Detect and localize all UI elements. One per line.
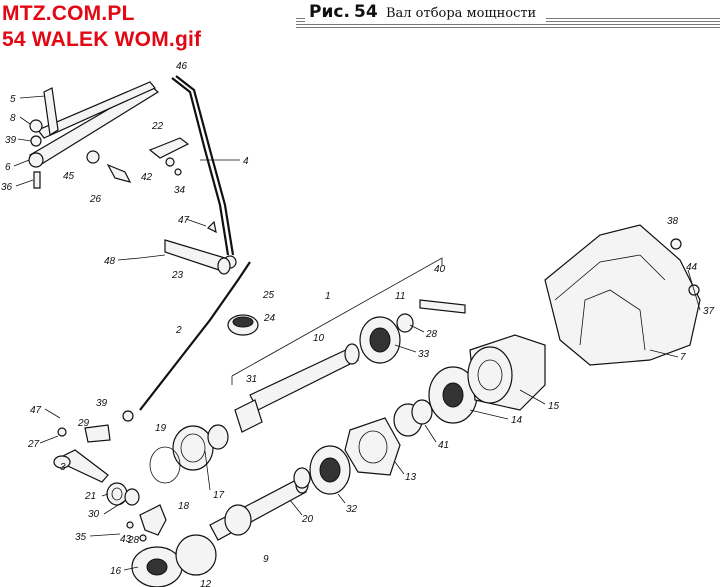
callout-label: 19 <box>155 423 167 434</box>
bracket-22 <box>148 137 190 176</box>
callout-label: 28 <box>127 535 140 546</box>
callout-label: 40 <box>434 264 446 275</box>
callout-label: 27 <box>27 439 40 450</box>
watermark-line-1: MTZ.COM.PL <box>2 2 135 25</box>
callout-label: 42 <box>141 172 153 183</box>
lever-assembly <box>28 81 160 189</box>
callout-labels: 1 2 3 4 5 6 7 8 9 10 11 12 13 14 15 16 1… <box>1 61 715 587</box>
shaft-23 <box>139 220 231 275</box>
callout-label: 12 <box>200 579 212 587</box>
figure-number: 54 <box>354 2 378 22</box>
callout-label: 4 <box>243 156 249 167</box>
bearing-33 <box>359 299 466 364</box>
clutch-16 <box>131 534 217 587</box>
callout-label: 32 <box>346 504 358 515</box>
block-24-25 <box>227 314 259 336</box>
callout-label: 9 <box>263 554 269 565</box>
callout-label: 2 <box>175 325 182 336</box>
fork-29 <box>57 424 111 443</box>
main-shaft-10 <box>231 257 443 433</box>
callout-label: 3 <box>60 462 66 473</box>
callout-label: 10 <box>313 333 325 344</box>
callout-label: 36 <box>1 182 13 193</box>
callout-label: 18 <box>178 501 190 512</box>
arm-18 <box>126 504 167 542</box>
callout-label: 41 <box>438 440 449 451</box>
flange-13 <box>344 417 401 476</box>
callout-label: 39 <box>96 398 108 409</box>
figure-title: Рис. 54 Вал отбора мощности <box>305 2 547 22</box>
callout-label: 1 <box>325 291 331 302</box>
callout-label: 7 <box>680 352 686 363</box>
callout-label: 33 <box>418 349 430 360</box>
callout-label: 23 <box>171 270 184 281</box>
rings-17-19 <box>149 424 229 484</box>
callout-label: 26 <box>89 194 102 205</box>
callout-label: 8 <box>10 113 16 124</box>
callout-label: 48 <box>104 256 116 267</box>
callout-label: 6 <box>5 162 11 173</box>
callout-label: 16 <box>110 566 122 577</box>
callout-label: 39 <box>5 135 17 146</box>
callout-label: 29 <box>77 418 90 429</box>
callout-label: 37 <box>703 306 715 317</box>
callout-label: 22 <box>151 121 164 132</box>
vertical-rod-4 <box>171 75 237 269</box>
callout-label: 38 <box>667 216 679 227</box>
callout-label: 46 <box>176 61 188 72</box>
figure-label: Рис. <box>309 2 350 22</box>
watermark-line-2: 54 WALEK WOM.gif <box>2 28 202 51</box>
callout-label: 5 <box>10 94 16 105</box>
callout-label: 30 <box>88 509 100 520</box>
guard-7 <box>544 224 701 366</box>
callout-label: 11 <box>395 291 405 302</box>
bearing-32 <box>293 445 351 495</box>
callout-label: 20 <box>301 514 314 525</box>
callout-label: 35 <box>75 532 87 543</box>
gear-shaft-9 <box>209 476 309 541</box>
callout-label: 28 <box>425 329 438 340</box>
leader-lines <box>13 95 701 571</box>
callout-label: 24 <box>263 313 276 324</box>
callout-label: 13 <box>405 472 417 483</box>
pin-26 <box>86 150 132 183</box>
callout-label: 15 <box>548 401 560 412</box>
callout-label: 45 <box>63 171 75 182</box>
figure-caption: Вал отбора мощности <box>385 6 537 21</box>
housing-15 <box>467 334 546 411</box>
lever-3 <box>53 449 109 483</box>
callout-label: 47 <box>178 215 190 226</box>
long-rod-2 <box>122 261 251 422</box>
callout-label: 44 <box>686 262 698 273</box>
callout-label: 31 <box>246 374 257 385</box>
callout-label: 21 <box>84 491 96 502</box>
seals-41 <box>393 399 433 437</box>
callout-label: 34 <box>174 185 186 196</box>
callout-label: 43 <box>120 534 132 545</box>
callout-label: 47 <box>30 405 42 416</box>
callout-label: 25 <box>262 290 275 301</box>
callout-label: 17 <box>213 490 225 501</box>
cover-14 <box>428 366 478 424</box>
callout-label: 14 <box>511 415 523 426</box>
